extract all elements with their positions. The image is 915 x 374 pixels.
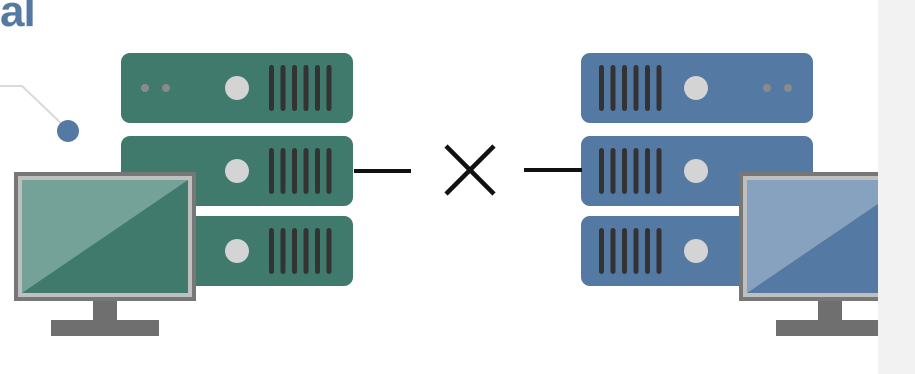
power-button <box>684 159 708 183</box>
disconnect-x-icon <box>354 144 582 196</box>
vent-slot <box>645 228 650 274</box>
monitor-icon <box>739 172 878 336</box>
power-button <box>225 239 249 263</box>
vent-slot <box>656 228 662 274</box>
power-button <box>225 159 249 183</box>
vent-slot <box>656 65 662 111</box>
monitor-neck <box>93 301 117 321</box>
status-led <box>162 84 170 92</box>
status-led <box>763 84 771 92</box>
vent-slot <box>280 228 286 274</box>
vent-slot <box>280 65 286 111</box>
vent-slot <box>292 228 297 274</box>
network-node-icon <box>0 85 79 142</box>
vent-slot <box>269 228 274 274</box>
vent-slot <box>656 148 662 194</box>
vent-slot <box>280 148 286 194</box>
vent-slot <box>269 65 274 111</box>
heading-fragment: al <box>0 0 36 36</box>
vent-slot <box>610 148 616 194</box>
vent-slot <box>610 228 616 274</box>
power-button <box>684 239 708 263</box>
vent-slot <box>633 148 639 194</box>
vent-slot <box>315 228 320 274</box>
vent-slot <box>292 65 297 111</box>
x-mark-stroke <box>444 144 496 196</box>
status-led <box>141 84 149 92</box>
vent-slot <box>315 148 320 194</box>
vent-slot <box>610 65 616 111</box>
monitor-icon <box>14 172 196 336</box>
vent-slot <box>326 65 332 111</box>
vent-slot <box>303 65 309 111</box>
status-led <box>784 84 792 92</box>
vent-slot <box>622 228 627 274</box>
monitor-base <box>51 320 159 336</box>
vent-slot <box>269 148 274 194</box>
vent-slot <box>315 65 320 111</box>
node-dot <box>57 120 79 142</box>
vent-slot <box>326 148 332 194</box>
vent-slot <box>645 65 650 111</box>
server-unit <box>581 53 813 123</box>
vent-slot <box>326 228 332 274</box>
vent-slot <box>303 228 309 274</box>
vent-slot <box>633 228 639 274</box>
vent-slot <box>633 65 639 111</box>
vent-slot <box>645 148 650 194</box>
vent-slot <box>622 65 627 111</box>
side-panel <box>878 0 915 374</box>
screen-glare <box>22 180 188 293</box>
vent-slot <box>622 148 627 194</box>
vent-slot <box>292 148 297 194</box>
vent-slot <box>599 65 604 111</box>
vent-slot <box>303 148 309 194</box>
screen-glare <box>747 180 878 293</box>
vent-slot <box>599 148 604 194</box>
monitor-base <box>776 320 878 336</box>
power-button <box>684 76 708 100</box>
server-unit <box>121 53 353 123</box>
vent-slot <box>599 228 604 274</box>
monitor-neck <box>818 301 842 321</box>
network-diagram <box>0 53 878 336</box>
power-button <box>225 76 249 100</box>
